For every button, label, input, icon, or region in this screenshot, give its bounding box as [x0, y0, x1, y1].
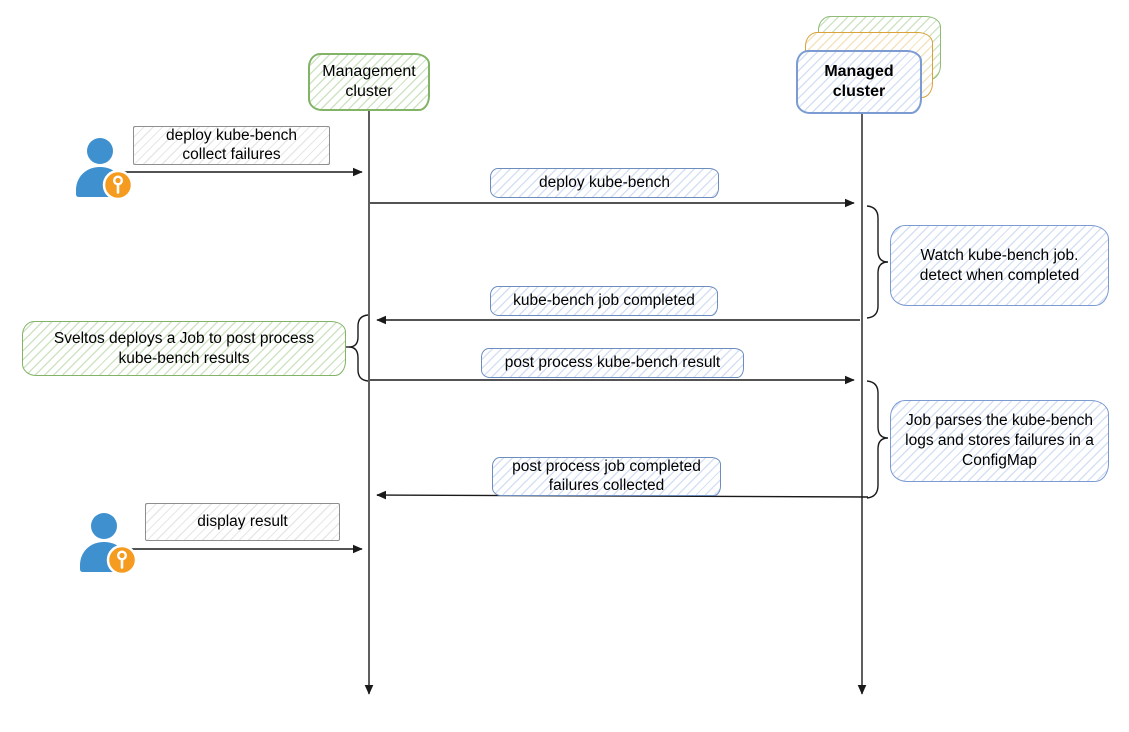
brace-sveltos-job — [348, 314, 369, 382]
message-label-post-process-completed: post process job completed failures coll… — [492, 457, 721, 496]
brace-job-parses — [866, 380, 889, 499]
managed-cluster-node: Managed cluster — [796, 50, 922, 114]
management-cluster-node: Management cluster — [308, 53, 430, 111]
key-badge-icon — [106, 544, 138, 576]
brace-watch-job — [866, 205, 889, 319]
message-label-job-completed: kube-bench job completed — [490, 286, 718, 316]
message-label-deploy-collect: deploy kube-bench collect failures — [133, 126, 330, 165]
message-label-deploy-kube-bench: deploy kube-bench — [490, 168, 719, 198]
note-sveltos-job: Sveltos deploys a Job to post process ku… — [22, 321, 346, 376]
arrow-post-process-completed — [376, 490, 869, 500]
key-badge-icon — [102, 169, 134, 201]
note-watch-job: Watch kube-bench job. detect when comple… — [890, 225, 1109, 306]
message-label-display-result: display result — [145, 503, 340, 541]
message-label-post-process: post process kube-bench result — [481, 348, 744, 378]
user-icon — [80, 513, 138, 576]
note-job-parses: Job parses the kube-bench logs and store… — [890, 400, 1109, 482]
user-icon — [76, 138, 134, 201]
